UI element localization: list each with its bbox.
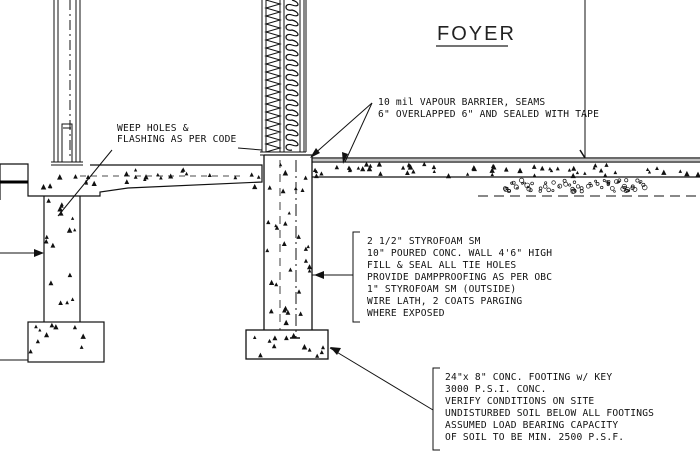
wall-spec-note-line-2: 10" POURED CONC. WALL 4'6" HIGH	[367, 248, 552, 259]
weep-holes-note-line-1: WEEP HOLES &	[117, 123, 189, 134]
left-leader-arrowhead	[34, 249, 44, 257]
wall-insulation-hatch	[285, 0, 299, 151]
upper-wall-framing	[260, 0, 306, 156]
footing-spec-bracket	[329, 347, 440, 451]
weep-holes-leader	[237, 147, 263, 151]
left-wall-framing	[51, 0, 83, 166]
footing-spec-note-line-5: ASSUMED LOAD BEARING CAPACITY	[445, 420, 618, 431]
footing-spec-note-line-2: 3000 P.S.I. CONC.	[445, 384, 547, 395]
floor-slab	[312, 157, 700, 178]
wall-spec-note-line-6: WIRE LATH, 2 COATS PARGING	[367, 296, 522, 307]
center-foundation-wall	[263, 154, 313, 330]
vapour-barrier-note-line-1: 10 mil VAPOUR BARRIER, SEAMS	[378, 97, 545, 108]
wall-sheathing-hatch	[264, 0, 282, 153]
footing-spec-note-line-6: OF SOIL TO BE MIN. 2500 P.S.F.	[445, 432, 624, 443]
left-foundation-wall	[43, 196, 81, 322]
concrete-stipple	[28, 161, 700, 358]
wall-spec-note-line-1: 2 1/2" STYROFOAM SM	[367, 236, 481, 247]
footing-spec-arrowhead	[330, 347, 341, 355]
wall-spec-note-line-7: WHERE EXPOSED	[367, 308, 445, 319]
weep-holes-note-line-2: FLASHING AS PER CODE	[117, 134, 237, 145]
footing-spec-note-line-4: UNDISTURBED SOIL BELOW ALL FOOTINGS	[445, 408, 654, 419]
left-slab	[0, 163, 263, 200]
wall-spec-note-line-3: FILL & SEAL ALL TIE HOLES	[367, 260, 516, 271]
center-footing	[245, 329, 329, 360]
wall-spec-arrowhead	[314, 271, 324, 279]
vapour-barrier-leaders	[311, 102, 373, 163]
wall-spec-note-line-5: 1" STYROFOAM SM (OUTSIDE)	[367, 284, 516, 295]
wall-spec-note-line-4: PROVIDE DAMPPROOFING AS PER OBC	[367, 272, 552, 283]
vapour-arrowhead-1	[310, 148, 320, 158]
footing-spec-note-line-1: 24"x 8" CONC. FOOTING w/ KEY	[445, 372, 612, 383]
left-footing	[27, 321, 105, 363]
vapour-arrowhead-2	[342, 152, 348, 164]
slab-edge-tab	[579, 149, 586, 159]
gravel-fill	[502, 177, 648, 194]
vapour-barrier-note-line-2: 6" OVERLAPPED 6" AND SEALED WITH TAPE	[378, 109, 599, 120]
footing-spec-note-line-3: VERIFY CONDITIONS ON SITE	[445, 396, 594, 407]
room-title-foyer: FOYER	[437, 23, 516, 45]
